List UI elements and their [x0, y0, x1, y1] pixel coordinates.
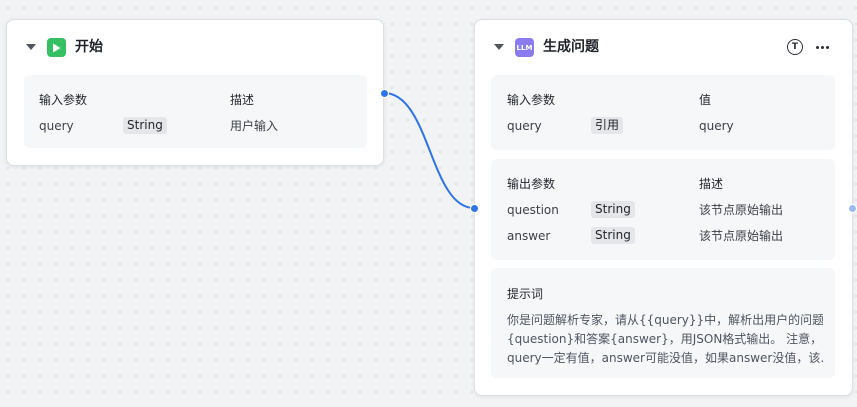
- prompt-line: query一定有值，answer可能没值，如果answer没值，该…: [507, 351, 823, 365]
- param-source-tag[interactable]: 引用: [591, 117, 624, 134]
- param-type-tag: String: [591, 227, 635, 244]
- prompt-label: 提示词: [507, 287, 544, 301]
- param-name: question: [507, 203, 559, 217]
- text-format-icon[interactable]: T: [787, 39, 803, 55]
- llm-node-header[interactable]: LLM 生成问题 T: [475, 20, 852, 74]
- prompt-line: {question}和答案{answer}，用JSON格式输出。 注意，: [507, 332, 823, 346]
- play-icon: [47, 38, 66, 57]
- param-name: query: [507, 119, 542, 133]
- prompt-text: 你是问题解析专家，请从{{query}}中，解析出用户的问题 {question…: [507, 311, 823, 368]
- param-description: 该节点原始输出: [699, 203, 784, 217]
- start-node-header[interactable]: 开始: [7, 20, 383, 74]
- param-description: 用户输入: [230, 119, 279, 133]
- node-title: 生成问题: [543, 39, 599, 55]
- value-header: 值: [699, 93, 712, 107]
- llm-input-params-section: 输入参数 值 query 引用 query: [491, 75, 835, 150]
- input-params-header: 输入参数: [39, 93, 88, 107]
- prompt-line: 你是问题解析专家，请从{{query}}中，解析出用户的问题: [507, 313, 823, 327]
- start-node[interactable]: 开始 输入参数 描述 query String 用户输入: [6, 19, 384, 166]
- start-output-port[interactable]: [380, 89, 389, 98]
- param-type-tag: String: [123, 117, 167, 134]
- more-options-icon[interactable]: [814, 39, 830, 55]
- llm-node[interactable]: LLM 生成问题 T 输入参数 值 query 引用 query 输出参数 描述…: [474, 19, 853, 396]
- param-description: 该节点原始输出: [699, 229, 784, 243]
- param-type-tag: String: [591, 201, 635, 218]
- node-title: 开始: [75, 39, 103, 55]
- input-params-header: 输入参数: [507, 93, 556, 107]
- collapse-caret-icon[interactable]: [26, 44, 36, 50]
- start-input-params-section: 输入参数 描述 query String 用户输入: [24, 75, 367, 148]
- param-value: query: [699, 119, 734, 133]
- output-params-header: 输出参数: [507, 177, 556, 191]
- description-header: 描述: [699, 177, 724, 191]
- description-header: 描述: [230, 93, 255, 107]
- edge-start-to-llm[interactable]: [383, 92, 475, 209]
- llm-output-params-section: 输出参数 描述 question String 该节点原始输出 answer S…: [491, 159, 835, 260]
- llm-icon: LLM: [515, 38, 534, 57]
- llm-output-port[interactable]: [848, 204, 857, 213]
- param-name: answer: [507, 229, 551, 243]
- llm-input-port[interactable]: [470, 204, 479, 213]
- param-name: query: [39, 119, 74, 133]
- collapse-caret-icon[interactable]: [494, 44, 504, 50]
- llm-prompt-section[interactable]: 提示词 你是问题解析专家，请从{{query}}中，解析出用户的问题 {ques…: [491, 268, 835, 378]
